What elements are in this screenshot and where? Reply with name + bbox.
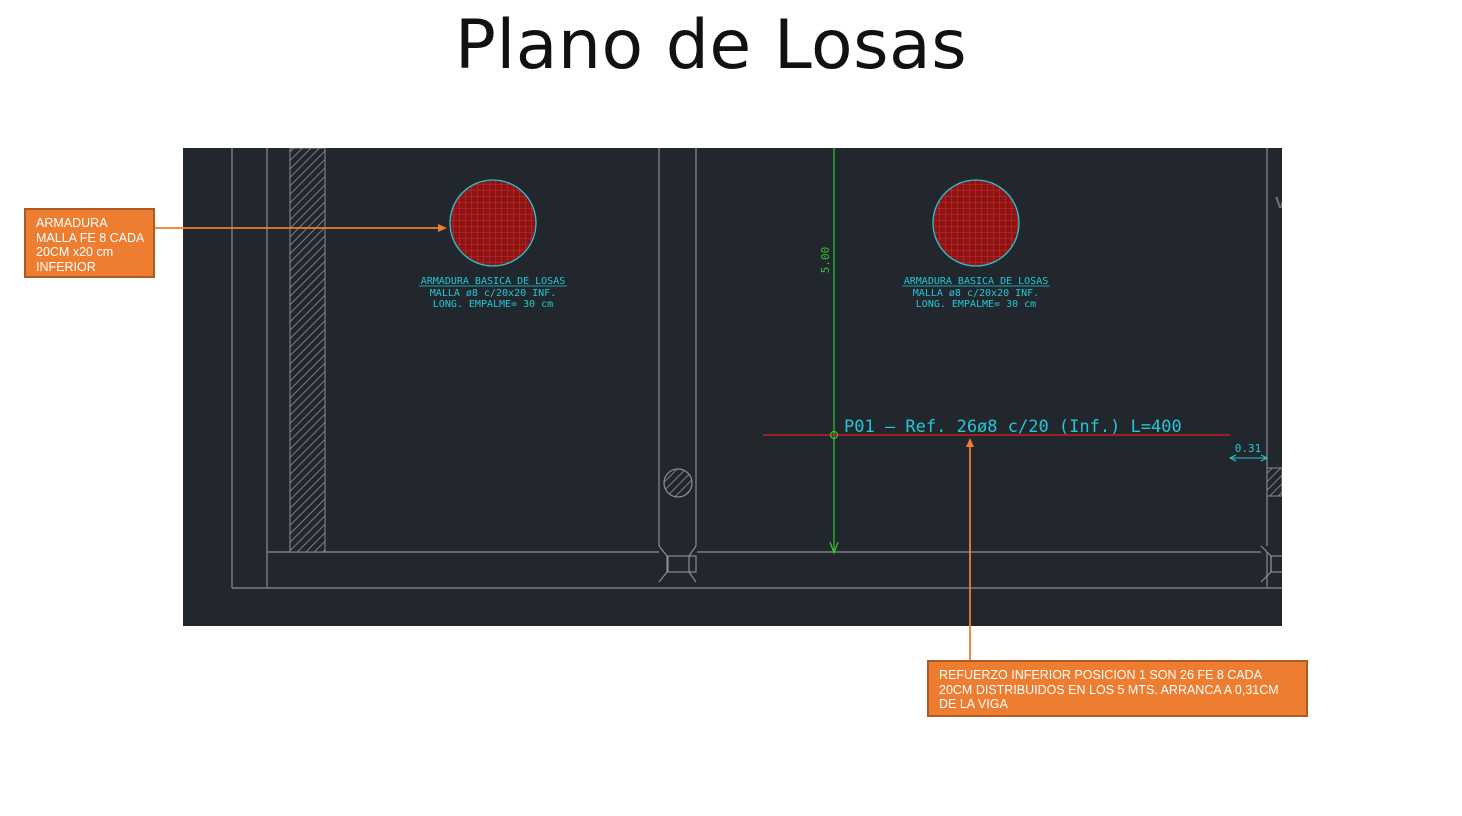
cad-canvas: ARMADURA BASICA DE LOSAS MALLA ø8 c/20x2… xyxy=(231,148,1282,589)
mesh-symbol-left xyxy=(449,179,537,267)
mesh-symbol-right xyxy=(932,179,1020,267)
slab-note-right-title: ARMADURA BASICA DE LOSAS xyxy=(904,276,1049,287)
slab-note-right-mesh: MALLA ø8 c/20x20 INF. xyxy=(913,288,1039,299)
slide-title: Plano de Losas xyxy=(454,6,968,85)
arrowhead-mesh xyxy=(438,224,447,232)
offset-dimension: 0.31 xyxy=(1228,442,1269,462)
dimension-5-label: 5.00 xyxy=(819,247,832,274)
rebar-label: P01 – Ref. 26ø8 c/20 (Inf.) L=400 xyxy=(844,417,1182,437)
hatched-beam xyxy=(289,148,326,553)
offset-dimension-label: 0.31 xyxy=(1235,442,1262,455)
slab-note-left-mesh: MALLA ø8 c/20x20 INF. xyxy=(430,288,556,299)
slab-note-left-title: ARMADURA BASICA DE LOSAS xyxy=(421,276,566,287)
vertical-dimension: 5.00 xyxy=(819,148,839,555)
arrowhead-reinforcement xyxy=(966,438,974,447)
column-circle xyxy=(663,468,693,498)
reinforcement-callout: REFUERZO INFERIOR POSICION 1 SON 26 FE 8… xyxy=(927,660,1308,717)
slab-note-right-splice: LONG. EMPALME= 30 cm xyxy=(916,299,1036,310)
rebar-node xyxy=(829,430,839,440)
beam-outlines xyxy=(231,148,1282,589)
mesh-callout: ARMADURA MALLA FE 8 CADA 20CM x20 cm INF… xyxy=(24,208,155,278)
hatched-column-edge xyxy=(1266,467,1282,497)
edge-letter: V xyxy=(1275,195,1282,212)
slab-note-left-splice: LONG. EMPALME= 30 cm xyxy=(433,299,553,310)
